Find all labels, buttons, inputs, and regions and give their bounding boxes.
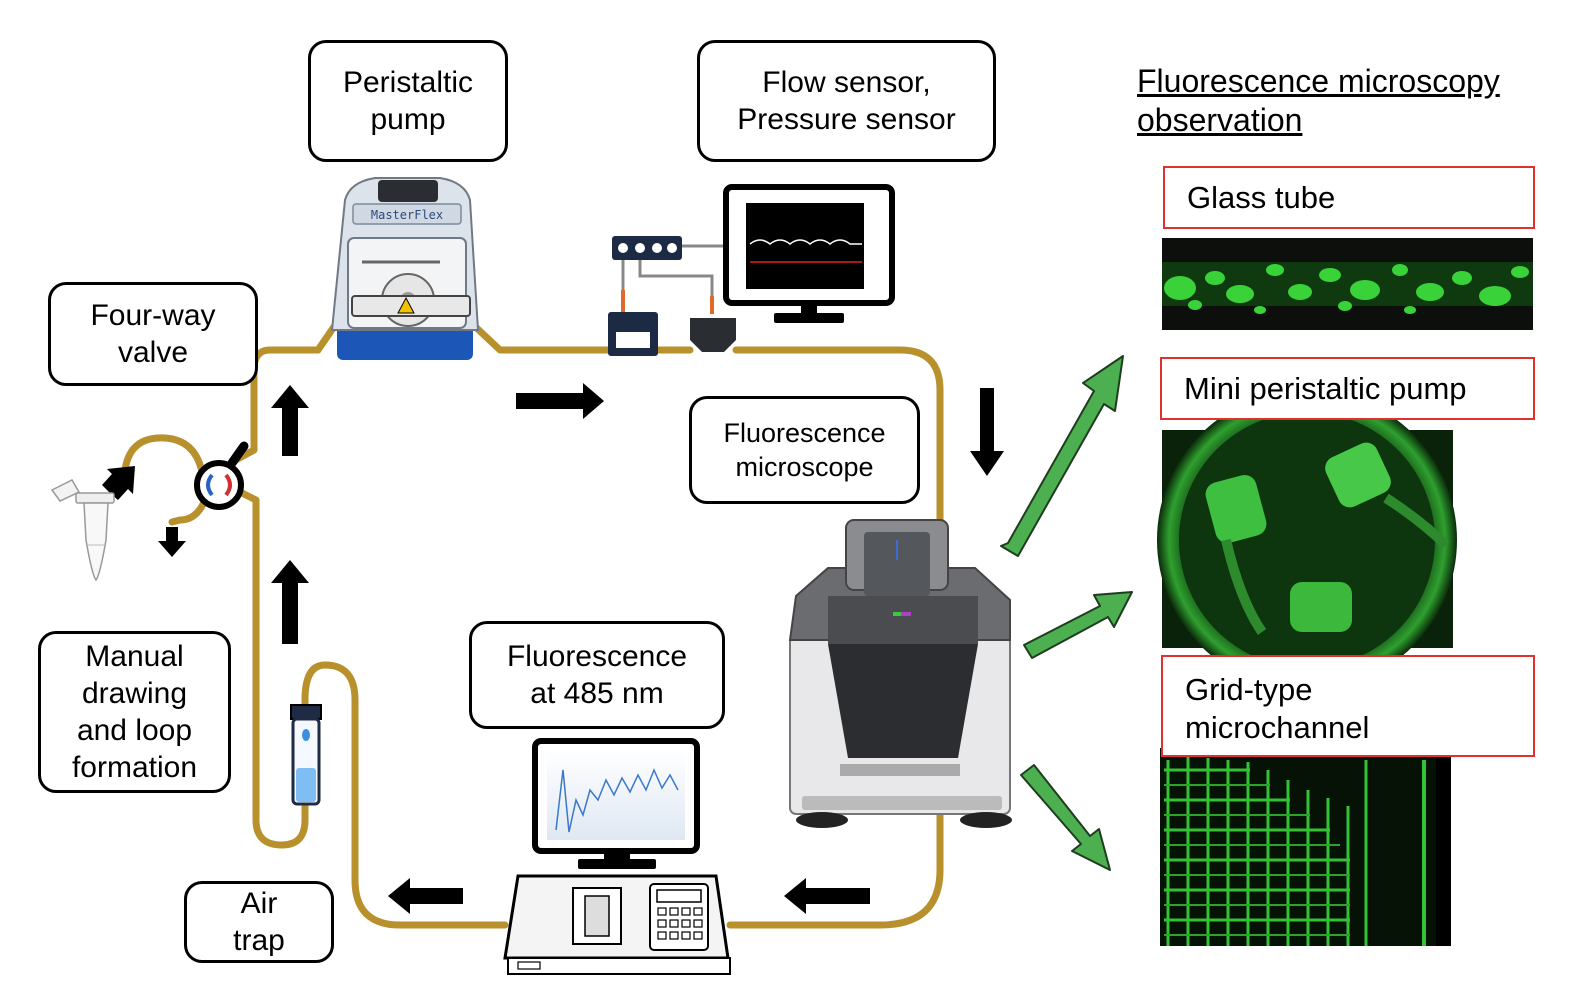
fluorescence-microscope-label: Fluorescence microscope: [723, 418, 886, 482]
flow-arrows: [102, 383, 1004, 914]
obs-arrow-middle: [1023, 591, 1133, 659]
four-way-valve-icon[interactable]: [194, 441, 249, 510]
obs-arrow-lower: [1020, 764, 1111, 871]
peristaltic-pump-icon[interactable]: MasterFlex: [330, 177, 480, 360]
sensor-monitor-icon: [723, 184, 895, 323]
microscope-icon[interactable]: [788, 519, 1012, 828]
flow-sensor-label: Flow sensor, Pressure sensor: [737, 66, 956, 136]
observation-title: Fluorescence microscopy observation: [1137, 63, 1500, 138]
peristaltic-pump-label-box: Peristaltic pump: [308, 40, 508, 162]
flow-arrow-up-lower: [271, 560, 309, 644]
fluorescence-485-label: Fluorescence at 485 nm: [506, 640, 688, 710]
air-trap-icon: [290, 704, 322, 806]
mini-pump-label-box: Mini peristaltic pump: [1160, 357, 1535, 420]
mini-pump-image: [1157, 390, 1457, 690]
flow-arrow-left-bottom-left: [388, 878, 463, 914]
flow-arrow-up-upper: [271, 385, 309, 456]
sensor-unit-icon[interactable]: [608, 236, 736, 356]
fluorescence-microscope-label-box: Fluorescence microscope: [689, 396, 920, 504]
glass-tube-label-box: Glass tube: [1163, 166, 1535, 229]
air-trap-label-box: Air trap: [184, 881, 334, 963]
glass-tube-label: Glass tube: [1187, 179, 1336, 215]
mini-pump-label: Mini peristaltic pump: [1184, 370, 1467, 406]
flow-arrow-down: [970, 388, 1004, 476]
fluorometer-icon[interactable]: [503, 738, 731, 975]
flow-arrow-left-bottom-right: [784, 878, 870, 914]
flow-arrow-right: [516, 383, 604, 419]
grid-microchannel-image: [1160, 748, 1451, 946]
grid-microchannel-label: Grid-type microchannel: [1185, 672, 1370, 745]
air-trap-label: Air trap: [233, 887, 285, 957]
obs-arrow-upper: [1000, 355, 1124, 557]
flow-arrow-to-tube: [102, 466, 135, 500]
flow-arrow-down-small: [158, 527, 186, 557]
grid-microchannel-label-box: Grid-type microchannel: [1161, 655, 1535, 757]
pump-brand-text: MasterFlex: [371, 208, 443, 222]
manual-drawing-label: Manual drawing and loop formation: [71, 640, 198, 784]
observation-arrows: [1000, 355, 1133, 871]
manual-drawing-label-box: Manual drawing and loop formation: [38, 631, 231, 793]
peristaltic-pump-label: Peristaltic pump: [342, 66, 474, 136]
four-way-valve-label: Four-way valve: [90, 299, 216, 369]
glass-tube-image: [1162, 238, 1533, 330]
four-way-valve-label-box: Four-way valve: [48, 282, 258, 386]
fluorescence-485-label-box: Fluorescence at 485 nm: [469, 621, 725, 729]
sample-tube-icon: [50, 479, 115, 582]
flow-sensor-label-box: Flow sensor, Pressure sensor: [697, 40, 996, 162]
